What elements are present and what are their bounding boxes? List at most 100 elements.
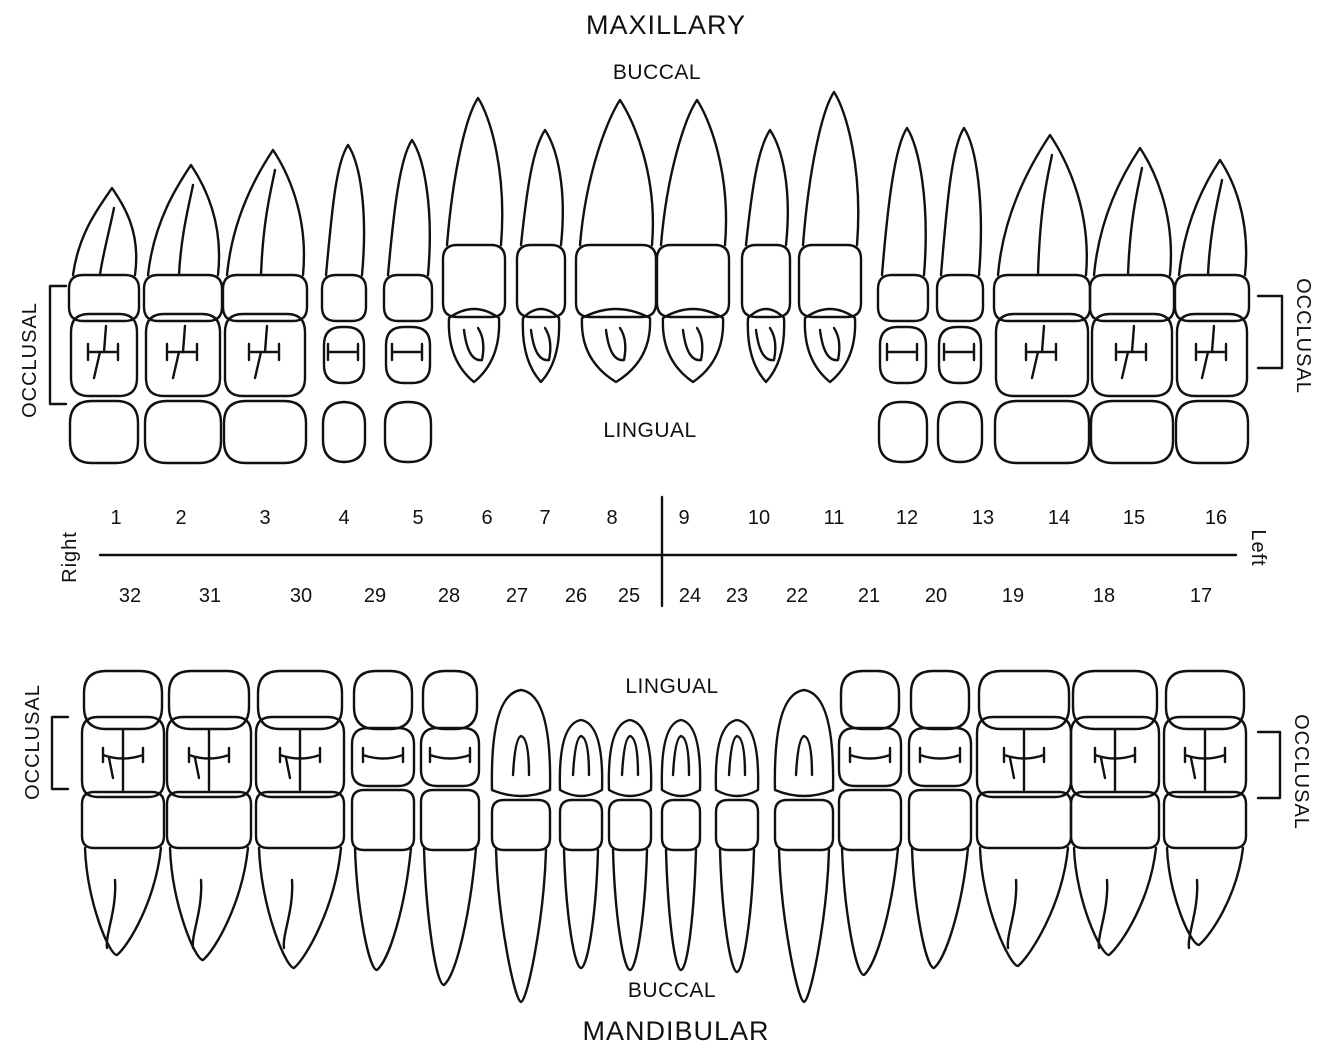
root — [882, 128, 926, 275]
root-furcation — [100, 208, 114, 275]
tooth-number-21: 21 — [858, 586, 880, 606]
tooth-number-5: 5 — [412, 508, 423, 528]
root — [746, 130, 788, 245]
labial-crown — [775, 800, 833, 850]
cingulum — [531, 328, 550, 360]
maxillary-tooth-12 — [878, 128, 928, 462]
occlusal-fissure — [1101, 730, 1115, 790]
tooth-number-24: 24 — [679, 586, 701, 606]
tooth-number-26: 26 — [565, 586, 587, 606]
tooth-number-7: 7 — [539, 508, 550, 528]
maxillary-tooth-9 — [657, 100, 729, 382]
lingual-crown — [1073, 671, 1157, 729]
root — [259, 848, 341, 968]
labial-crown — [560, 800, 602, 850]
occlusal-groove — [430, 748, 470, 762]
maxillary-tooth-5 — [384, 140, 432, 462]
maxillary-tooth-11 — [799, 92, 861, 382]
lower-lingual-label: LINGUAL — [625, 676, 718, 697]
mandibular-title: MANDIBULAR — [582, 1018, 769, 1045]
buccal-crown — [517, 245, 565, 317]
occlusal-fissure — [195, 730, 209, 790]
tooth-number-6: 6 — [481, 508, 492, 528]
root — [326, 145, 364, 275]
lingual-crown — [911, 671, 969, 729]
incisal-outline — [449, 309, 499, 382]
incisal-outline — [492, 690, 550, 796]
maxillary-tooth-16 — [1175, 160, 1249, 463]
occlusal-table — [1092, 314, 1172, 396]
maxillary-tooth-4 — [322, 145, 366, 462]
root-furcation — [1008, 880, 1016, 948]
occlusal-groove — [392, 344, 422, 360]
left-side-label: Left — [1248, 529, 1268, 566]
mandibular-tooth-32 — [82, 671, 164, 955]
buccal-crown — [657, 245, 729, 317]
tooth-number-11: 11 — [824, 508, 845, 528]
incisal-outline — [805, 309, 855, 382]
lingual-crown — [70, 401, 138, 463]
mandibular-tooth-25 — [609, 720, 651, 970]
mandibular-tooth-26 — [560, 720, 602, 968]
cingulum — [820, 328, 839, 360]
root-furcation — [1099, 880, 1107, 948]
incisal-outline — [662, 720, 700, 796]
lingual-crown — [385, 402, 431, 462]
tooth-number-23: 23 — [726, 586, 748, 606]
maxillary-tooth-6 — [443, 98, 505, 382]
root — [720, 850, 754, 972]
maxillary-tooth-3 — [223, 150, 307, 463]
occlusal-table — [996, 314, 1088, 396]
tooth-number-3: 3 — [259, 508, 270, 528]
cingulum — [606, 328, 625, 360]
maxillary-tooth-14 — [994, 135, 1090, 463]
mandibular-tooth-31 — [167, 671, 251, 960]
labial-crown — [609, 800, 651, 850]
cingulum — [573, 736, 589, 775]
occlusal-groove — [944, 344, 974, 360]
occlusal-fissure — [109, 730, 123, 790]
buccal-crown — [322, 275, 366, 321]
buccal-crown — [839, 790, 901, 850]
mandibular-tooth-30 — [256, 671, 344, 968]
tooth-number-13: 13 — [972, 508, 994, 528]
lingual-crown — [354, 671, 412, 729]
buccal-crown — [352, 790, 414, 850]
buccal-crown — [167, 792, 251, 848]
lingual-crown — [145, 401, 221, 463]
maxillary-tooth-13 — [937, 128, 983, 462]
root — [912, 848, 968, 968]
buccal-crown — [421, 790, 479, 850]
lingual-crown — [841, 671, 899, 729]
occlusal-upper-right-label: OCCLUSAL — [20, 302, 40, 418]
buccal-crown — [878, 275, 928, 321]
tooth-number-2: 2 — [175, 508, 186, 528]
root — [521, 130, 563, 245]
root-furcation — [1128, 168, 1142, 275]
root — [666, 850, 696, 970]
mandibular-tooth-29 — [352, 671, 414, 970]
tooth-number-15: 15 — [1123, 508, 1145, 528]
root — [1179, 160, 1246, 275]
buccal-crown — [1164, 792, 1246, 848]
mandibular-tooth-22 — [775, 690, 833, 1002]
tooth-number-12: 12 — [896, 508, 918, 528]
tooth-number-17: 17 — [1190, 586, 1212, 606]
tooth-number-29: 29 — [364, 586, 386, 606]
mandibular-tooth-20 — [909, 671, 971, 968]
tooth-number-16: 16 — [1205, 508, 1227, 528]
lingual-crown — [423, 671, 477, 729]
buccal-crown — [576, 245, 656, 317]
incisal-outline — [609, 720, 651, 796]
lower-buccal-label: BUCCAL — [628, 980, 716, 1001]
tooth-number-8: 8 — [606, 508, 617, 528]
labial-crown — [716, 800, 758, 850]
lingual-crown — [169, 671, 249, 729]
occlusal-table — [1177, 314, 1247, 396]
tooth-number-4: 4 — [338, 508, 349, 528]
tooth-number-27: 27 — [506, 586, 528, 606]
cingulum — [756, 328, 775, 360]
incisal-outline — [775, 690, 833, 796]
cingulum — [729, 736, 745, 775]
incisal-outline — [716, 720, 758, 796]
